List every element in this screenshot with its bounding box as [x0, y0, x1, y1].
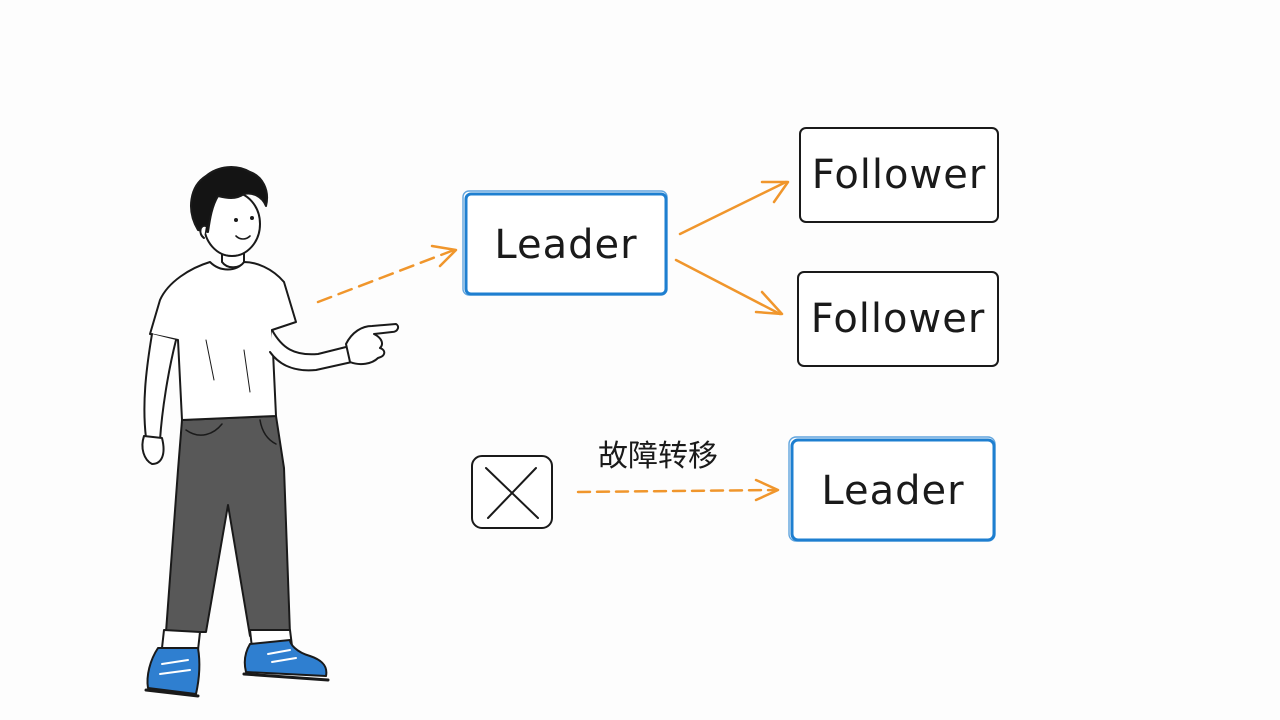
person-illustration — [141, 166, 400, 698]
leader-top-label: Leader — [494, 222, 637, 268]
leader-box-top: Leader — [462, 190, 668, 296]
follower-box-1: Follower — [799, 127, 999, 223]
pointing-hand — [345, 323, 400, 366]
right-shoe — [243, 639, 328, 677]
arrow-leader-to-follower-1 — [678, 180, 790, 236]
left-shoe — [146, 647, 201, 695]
x-icon — [485, 467, 539, 519]
person-hair — [190, 166, 268, 233]
leader-new-label: Leader — [821, 468, 964, 514]
arrows — [316, 180, 790, 502]
leader-box-new: Leader — [788, 436, 996, 542]
left-hand — [141, 435, 165, 465]
follower-1-label: Follower — [812, 152, 987, 198]
arrow-leader-to-follower-2 — [674, 258, 784, 316]
follower-2-label: Follower — [811, 296, 986, 342]
person-shirt — [149, 261, 297, 421]
arrow-failover — [576, 478, 780, 502]
failover-label: 故障转移 — [598, 439, 718, 474]
follower-box-2: Follower — [797, 271, 999, 367]
arrow-person-to-leader — [316, 244, 458, 304]
person-pants — [165, 415, 291, 637]
failed-node — [471, 455, 553, 529]
